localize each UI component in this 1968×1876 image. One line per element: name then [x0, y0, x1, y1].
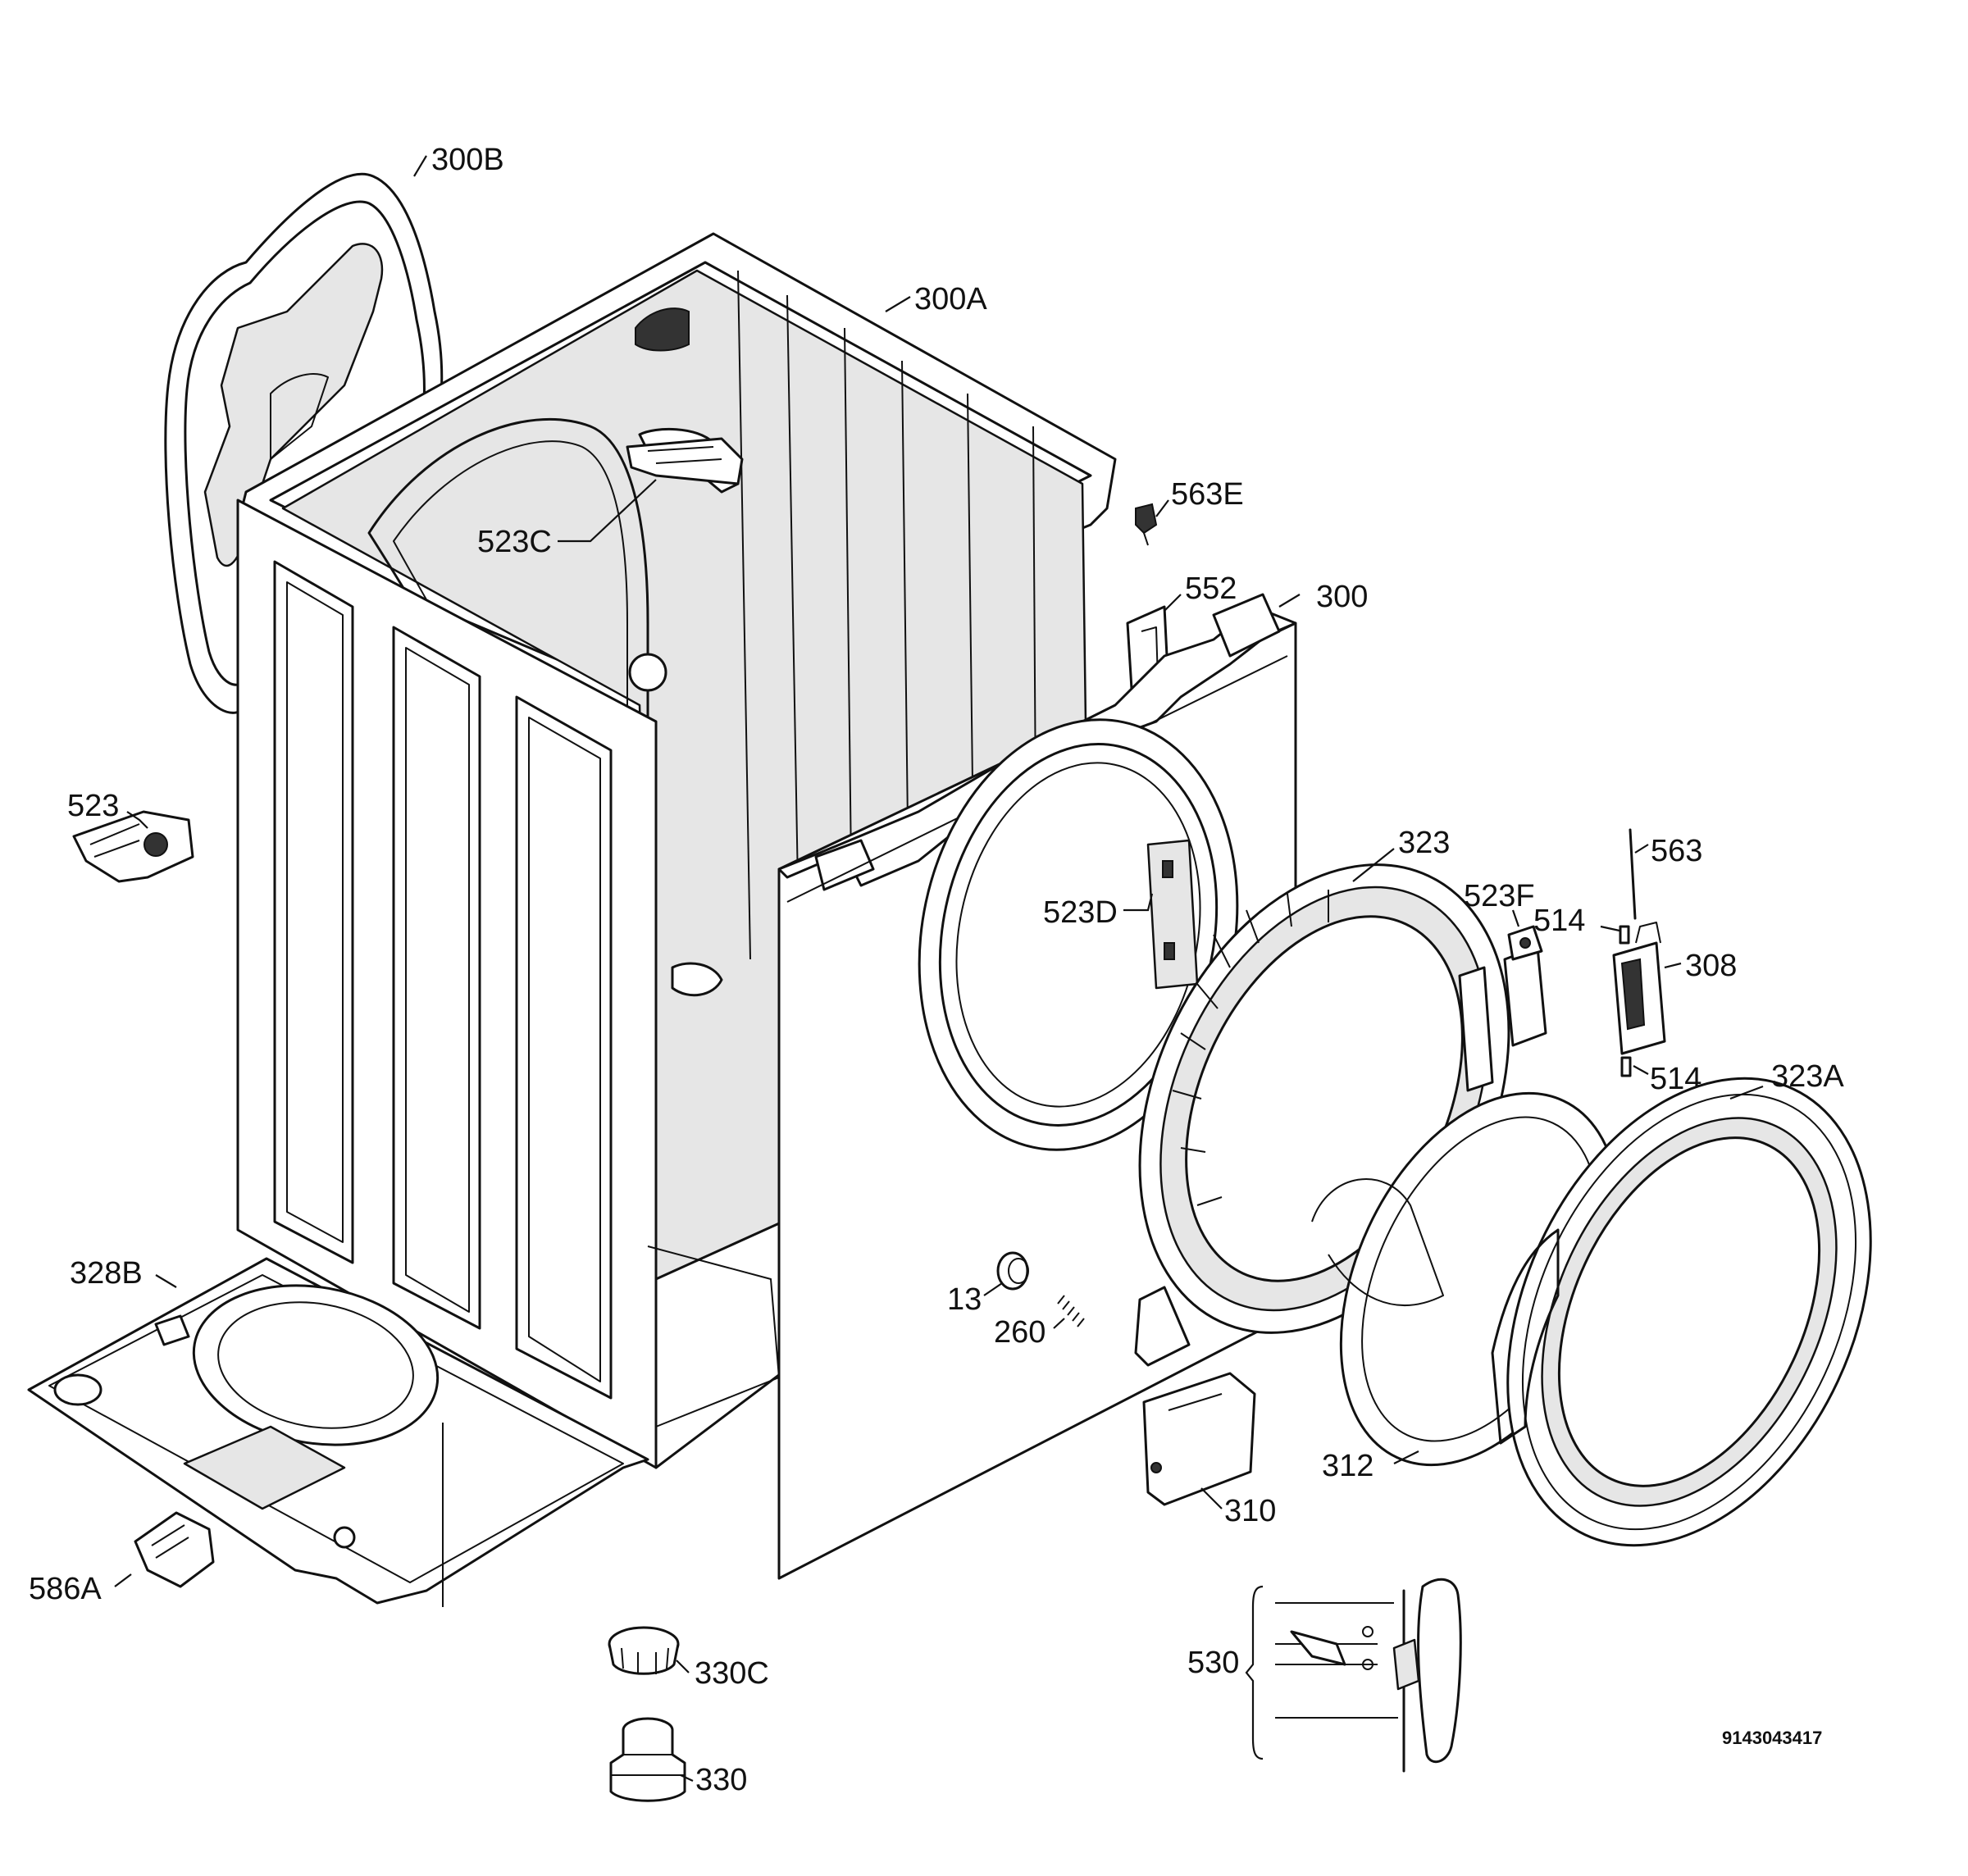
part-308-door-lock [1612, 922, 1666, 1055]
part-523f-hinge [1503, 925, 1547, 1047]
part-330c-filter-cap [608, 1626, 680, 1675]
label-323a: 323A [1771, 1059, 1844, 1094]
part-300-front-panel [777, 593, 1297, 1580]
part-310-filter-flap [1142, 1372, 1256, 1506]
part-260-spring [1057, 1295, 1085, 1327]
label-514-upper: 514 [1533, 904, 1585, 938]
part-586a-foot-bracket [134, 1511, 215, 1588]
label-13: 13 [947, 1282, 982, 1317]
part-563-lock-rod [1629, 828, 1637, 920]
label-586a: 586A [29, 1572, 102, 1606]
part-530-door-handle-kit [1245, 1578, 1462, 1773]
label-328b: 328B [70, 1256, 143, 1291]
label-523c: 523C [477, 525, 552, 559]
part-13-bushing [996, 1251, 1029, 1291]
label-260: 260 [994, 1315, 1046, 1350]
label-300a: 300A [914, 282, 987, 316]
label-312: 312 [1322, 1449, 1374, 1483]
part-323a-outer-door-ring [1491, 1077, 1872, 1547]
label-552: 552 [1185, 571, 1237, 606]
part-330-pump-filter [609, 1717, 686, 1802]
part-514-pin-lower [1620, 1056, 1632, 1077]
label-300b: 300B [431, 143, 504, 177]
label-563e: 563E [1171, 477, 1244, 512]
diagram-code: 9143043417 [1722, 1728, 1822, 1748]
label-523: 523 [67, 789, 119, 823]
label-330c: 330C [695, 1656, 769, 1691]
part-563e-clip [1135, 503, 1158, 546]
part-514-pin-upper [1619, 925, 1630, 945]
label-308: 308 [1685, 949, 1737, 983]
part-328b-base-plate [27, 1257, 649, 1607]
label-310: 310 [1224, 1494, 1276, 1528]
part-523c-hinge-bracket [626, 437, 744, 485]
label-323: 323 [1398, 826, 1450, 860]
label-563: 563 [1651, 834, 1702, 868]
label-530: 530 [1187, 1646, 1239, 1680]
part-300b-rear-seal [164, 172, 444, 714]
label-330: 330 [695, 1763, 747, 1797]
label-300: 300 [1316, 580, 1368, 614]
part-523-bracket [72, 810, 194, 883]
label-523f: 523F [1464, 879, 1535, 913]
label-523d: 523D [1043, 895, 1118, 930]
